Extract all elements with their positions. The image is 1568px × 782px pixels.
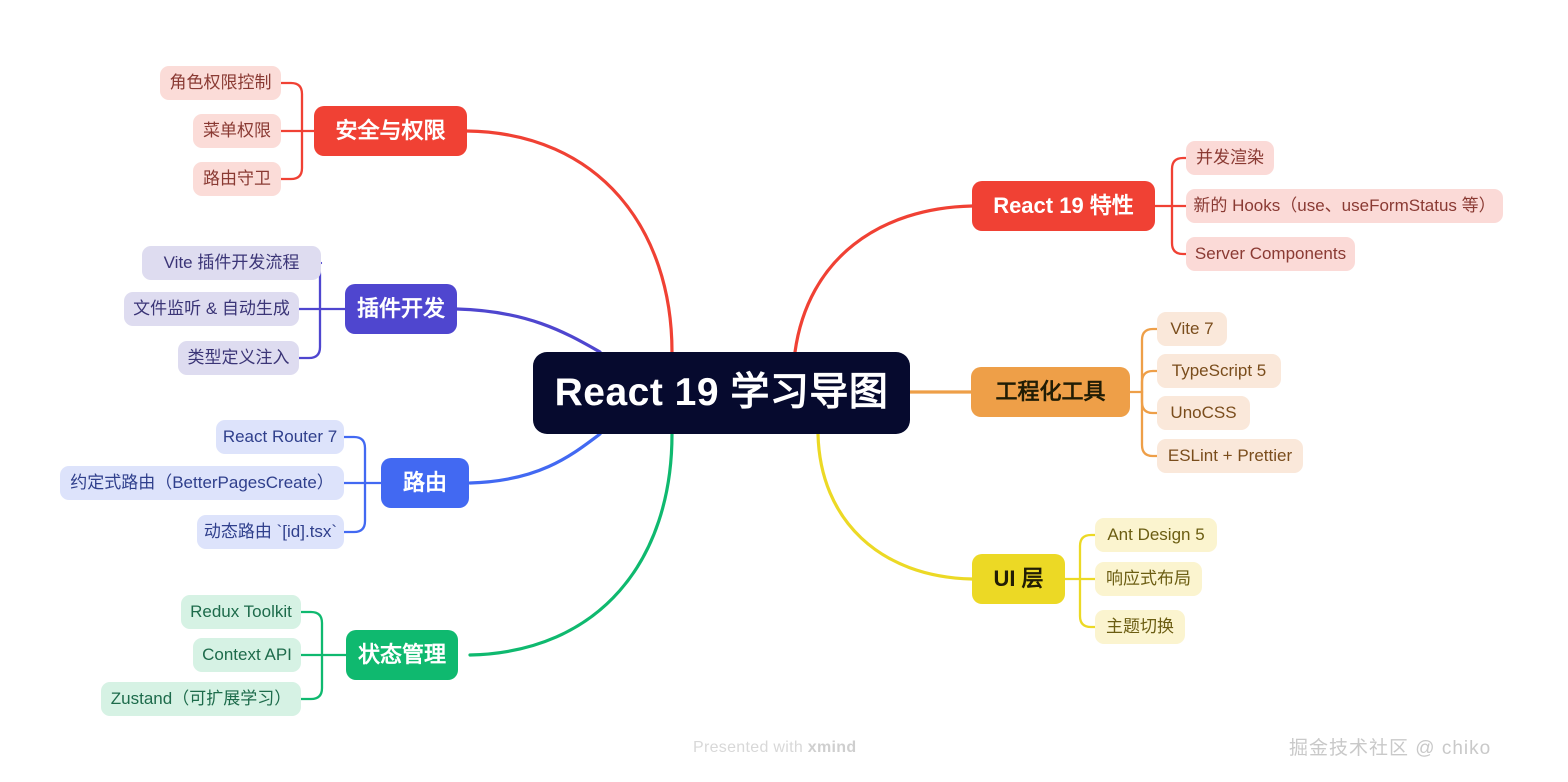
subtopic-node-ui-1[interactable]: 响应式布局 <box>1095 562 1202 596</box>
topic-node-state[interactable]: 状态管理 <box>346 630 458 680</box>
subtopic-node-state-0[interactable]: Redux Toolkit <box>181 595 301 629</box>
subtopic-label: Vite 7 <box>1170 318 1214 338</box>
subtopic-label: 动态路由 `[id].tsx` <box>203 521 338 541</box>
subtopic-label: 主题切换 <box>1106 616 1174 636</box>
topic-node-routing[interactable]: 路由 <box>381 458 469 508</box>
subtopic-label: 新的 Hooks（use、useFormStatus 等） <box>1193 195 1496 215</box>
topic-label-state: 状态管理 <box>358 641 447 667</box>
link-root-ui <box>816 432 974 581</box>
subtopic-node-ui-2[interactable]: 主题切换 <box>1095 610 1185 644</box>
subtopic-node-tooling-3[interactable]: ESLint + Prettier <box>1157 439 1303 473</box>
subtopic-label: Zustand（可扩展学习） <box>110 688 292 708</box>
link-root-react19 <box>793 204 974 354</box>
subtopic-label: Redux Toolkit <box>190 601 292 621</box>
subtopic-label: 约定式路由（BetterPagesCreate） <box>70 472 334 492</box>
subtopic-node-plugin-2[interactable]: 类型定义注入 <box>178 341 299 375</box>
subtopic-node-security-1[interactable]: 菜单权限 <box>193 114 281 148</box>
topic-node-react19[interactable]: React 19 特性 <box>972 181 1155 231</box>
xmind-watermark-brand: xmind <box>807 739 857 756</box>
subtopic-label: 类型定义注入 <box>187 347 290 367</box>
subtopic-label: Server Components <box>1194 243 1347 263</box>
subtopic-node-ui-0[interactable]: Ant Design 5 <box>1095 518 1217 552</box>
subtopic-label: Vite 插件开发流程 <box>163 252 300 272</box>
subtopic-node-tooling-1[interactable]: TypeScript 5 <box>1157 354 1281 388</box>
subtopic-node-routing-0[interactable]: React Router 7 <box>216 420 344 454</box>
subtopic-label: 并发渲染 <box>1196 147 1264 167</box>
subtopic-node-react19-2[interactable]: Server Components <box>1186 237 1355 271</box>
subtopic-label: React Router 7 <box>222 426 338 446</box>
link-root-plugin <box>455 307 602 354</box>
xmind-watermark-prefix: Presented with <box>693 739 808 756</box>
links-routing-children <box>342 435 383 534</box>
subtopic-node-state-1[interactable]: Context API <box>193 638 301 672</box>
subtopic-node-react19-0[interactable]: 并发渲染 <box>1186 141 1274 175</box>
links-tooling-children <box>1128 327 1165 458</box>
author-watermark: 掘金技术社区 @ chiko <box>1289 738 1492 759</box>
subtopic-node-state-2[interactable]: Zustand（可扩展学习） <box>101 682 301 716</box>
root-label: React 19 学习导图 <box>554 370 889 414</box>
subtopic-label: Ant Design 5 <box>1107 524 1205 544</box>
subtopic-node-tooling-2[interactable]: UnoCSS <box>1157 396 1250 430</box>
subtopic-node-routing-1[interactable]: 约定式路由（BetterPagesCreate） <box>60 466 344 500</box>
topic-label-plugin: 插件开发 <box>357 295 446 321</box>
topic-node-plugin[interactable]: 插件开发 <box>345 284 457 334</box>
subtopic-label: 路由守卫 <box>203 168 271 188</box>
links-security-children <box>279 81 316 181</box>
subtopic-node-plugin-1[interactable]: 文件监听 & 自动生成 <box>124 292 299 326</box>
topic-label-react19: React 19 特性 <box>993 192 1134 218</box>
subtopic-node-tooling-0[interactable]: Vite 7 <box>1157 312 1227 346</box>
topic-label-ui: UI 层 <box>993 565 1044 591</box>
subtopic-label: TypeScript 5 <box>1171 360 1267 380</box>
topic-label-security: 安全与权限 <box>335 117 446 143</box>
subtopic-label: ESLint + Prettier <box>1167 445 1293 465</box>
topic-node-tooling[interactable]: 工程化工具 <box>971 367 1130 417</box>
subtopic-label: Context API <box>202 644 292 664</box>
subtopic-label: 文件监听 & 自动生成 <box>133 298 290 318</box>
subtopic-node-plugin-0[interactable]: Vite 插件开发流程 <box>142 246 321 280</box>
subtopic-node-routing-2[interactable]: 动态路由 `[id].tsx` <box>197 515 344 549</box>
subtopic-label: 角色权限控制 <box>169 72 272 92</box>
link-root-state <box>468 432 674 657</box>
link-root-routing <box>468 432 602 485</box>
topic-node-security[interactable]: 安全与权限 <box>314 106 467 156</box>
subtopic-label: 响应式布局 <box>1106 568 1191 588</box>
topic-label-tooling: 工程化工具 <box>995 378 1106 404</box>
xmind-watermark: Presented with xmind <box>693 739 856 757</box>
subtopic-label: 菜单权限 <box>203 120 271 140</box>
topic-label-routing: 路由 <box>402 469 447 495</box>
subtopic-node-security-0[interactable]: 角色权限控制 <box>160 66 281 100</box>
topic-node-ui[interactable]: UI 层 <box>972 554 1065 604</box>
root-node[interactable]: React 19 学习导图 <box>533 352 910 434</box>
subtopic-node-security-2[interactable]: 路由守卫 <box>193 162 281 196</box>
links-state-children <box>299 610 348 701</box>
subtopic-node-react19-1[interactable]: 新的 Hooks（use、useFormStatus 等） <box>1186 189 1503 223</box>
subtopic-label: UnoCSS <box>1170 402 1237 422</box>
link-root-security <box>465 129 674 354</box>
